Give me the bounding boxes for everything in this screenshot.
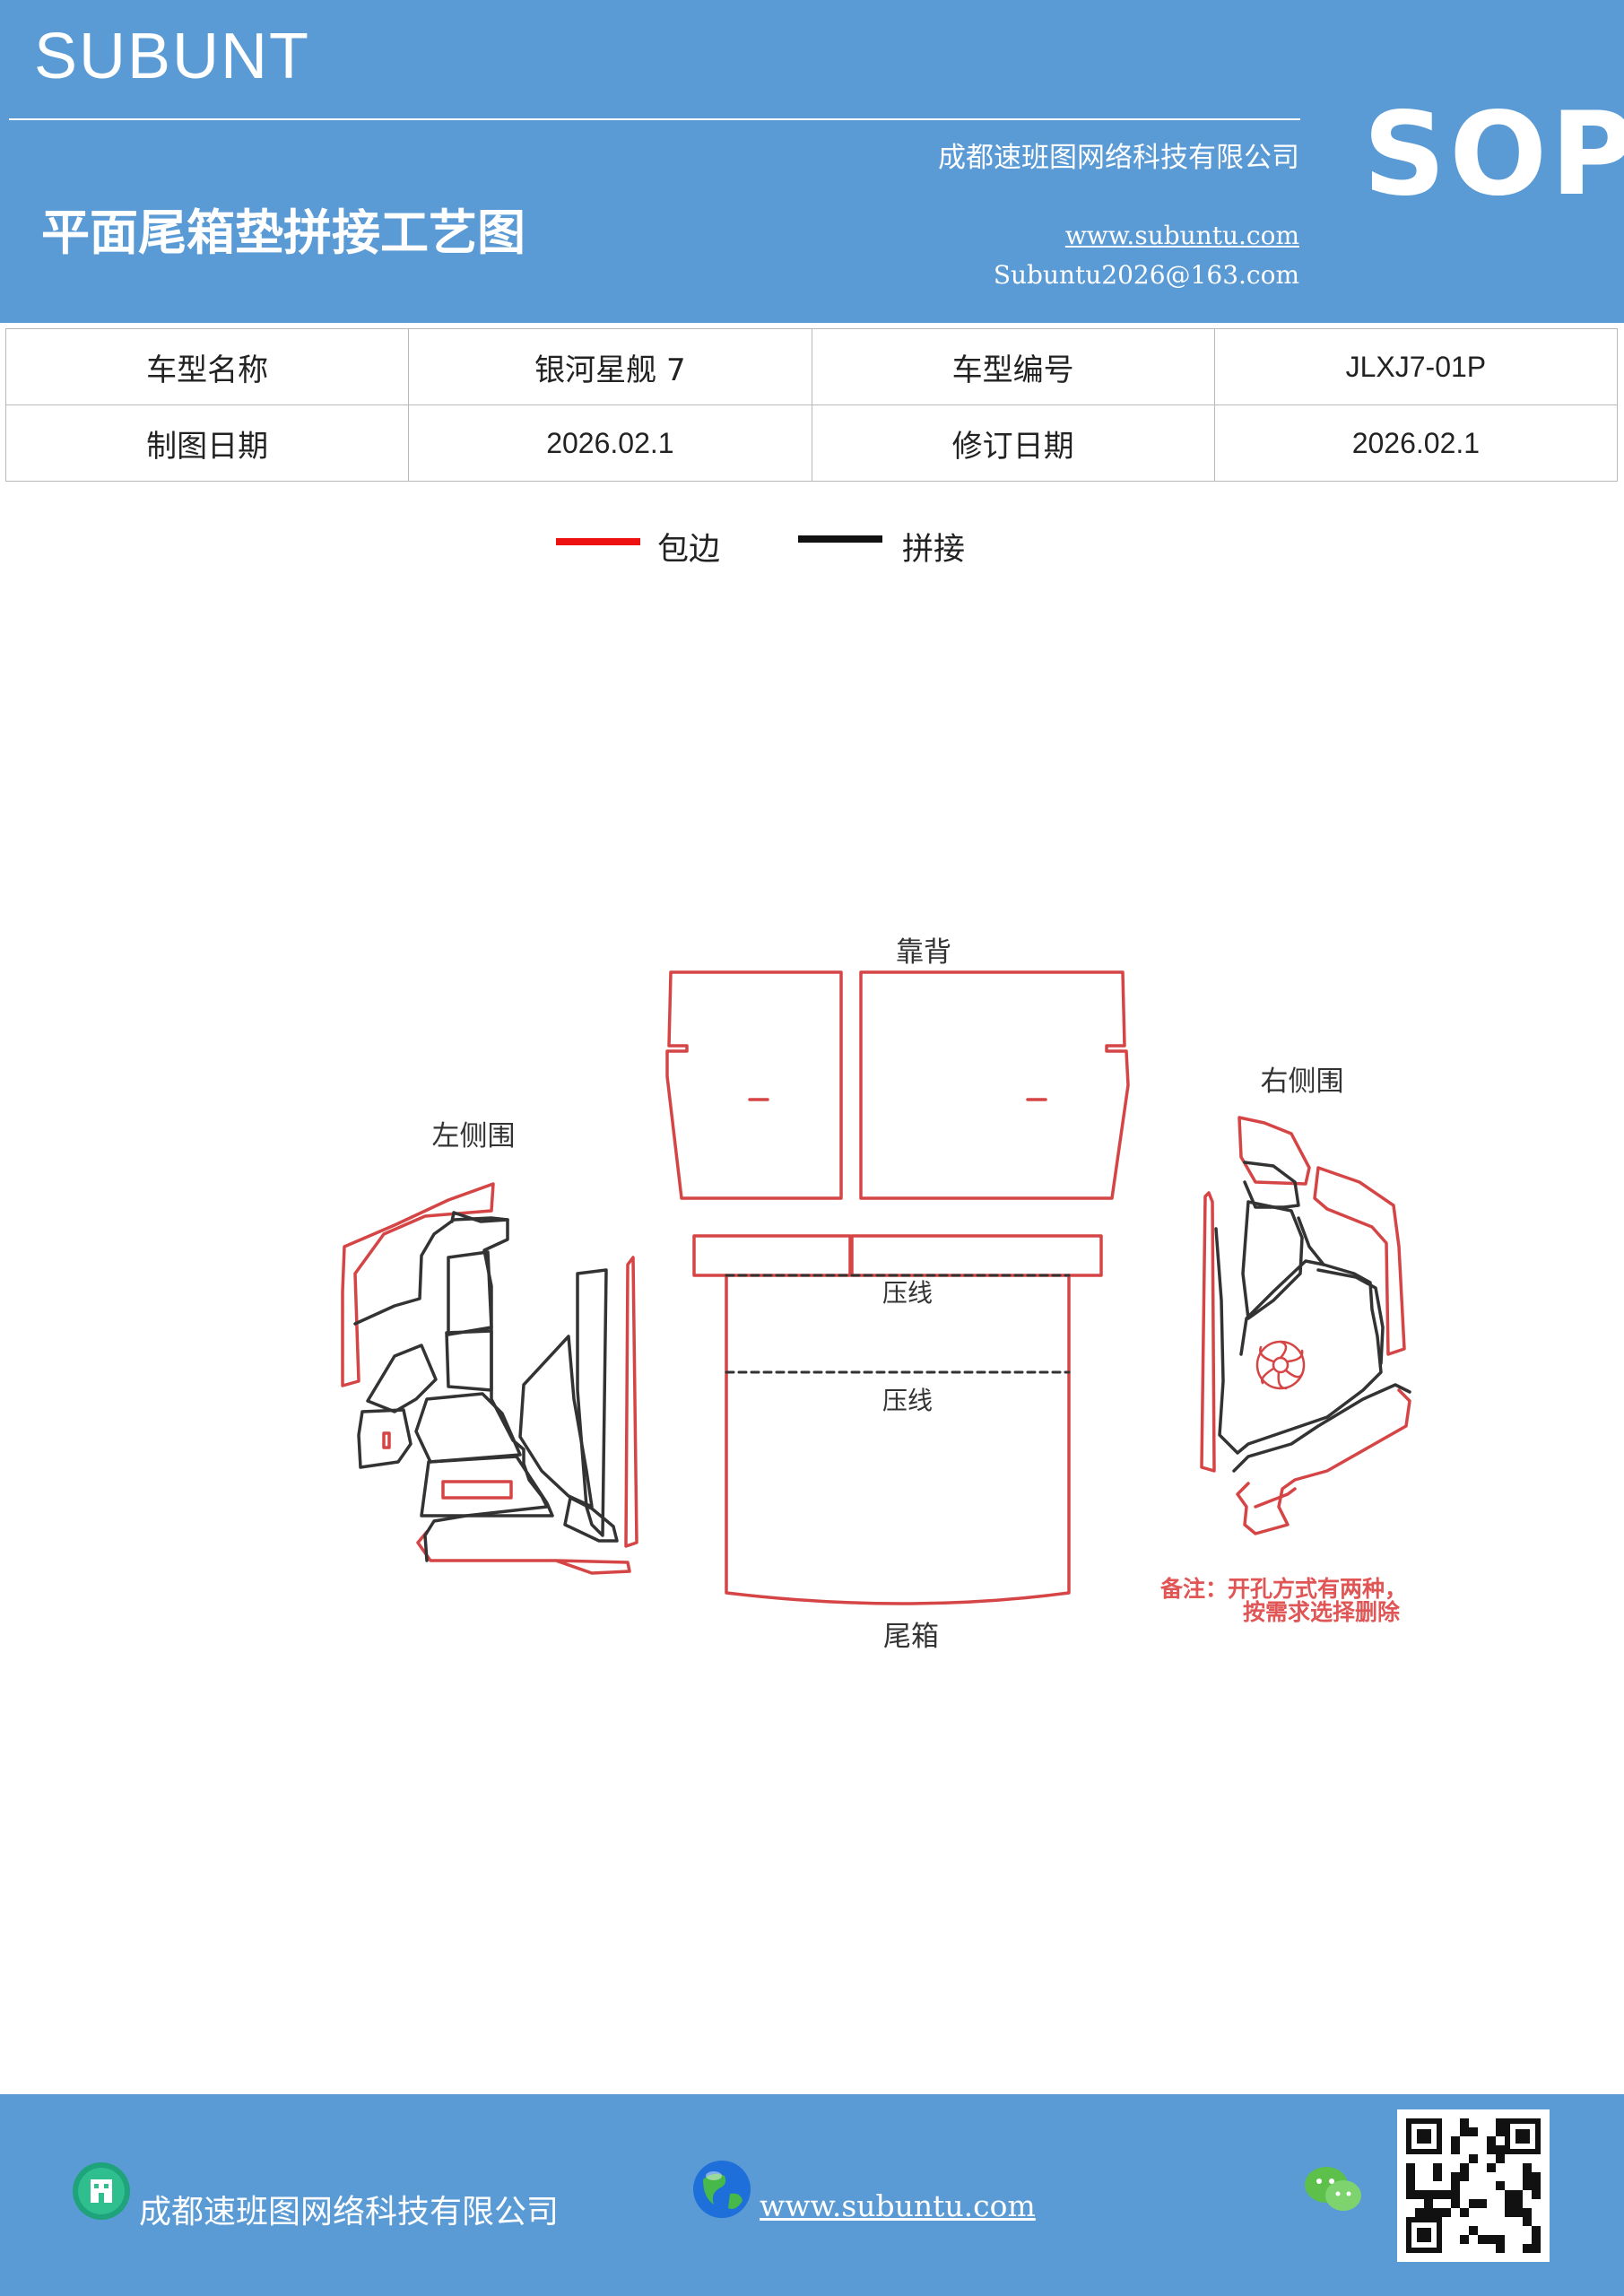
table-row: 制图日期 2026.02.1 修订日期 2026.02.1 (4, 404, 1619, 482)
left-side-panel-seams (353, 1211, 619, 1562)
document-title: 平面尾箱垫拼接工艺图 (41, 204, 525, 261)
left-side-panel-edge (341, 1182, 638, 1575)
vehicle-info-table: 车型名称 银河星舰 7 车型编号 JLXJ7-01P 制图日期 2026.02.… (4, 328, 1619, 482)
legend-swatch-seam (798, 535, 882, 543)
backrest-label: 靠背 (896, 936, 951, 969)
revise-date-label: 修订日期 (811, 404, 1215, 482)
model-name-label: 车型名称 (4, 328, 410, 405)
left-side-label: 左侧围 (432, 1120, 516, 1152)
note-line-1: 备注：开孔方式有两种， (1159, 1576, 1407, 1602)
draw-date-label: 制图日期 (4, 404, 410, 482)
header-divider (9, 118, 1300, 120)
table-row: 车型名称 银河星舰 7 车型编号 JLXJ7-01P (4, 328, 1619, 405)
website-link[interactable]: www.subuntu.com (1064, 221, 1299, 250)
trunk-label: 尾箱 (883, 1621, 939, 1653)
footer-company-name: 成都速班图网络科技有限公司 (139, 2194, 560, 2231)
speaker-hole (1255, 1340, 1306, 1390)
crease-lines (725, 1274, 1071, 1374)
crease-label-1: 压线 (882, 1278, 933, 1308)
right-side-panel-seams (1214, 1161, 1411, 1473)
model-code-value: JLXJ7-01P (1213, 328, 1619, 405)
model-code-label: 车型编号 (811, 328, 1215, 405)
legend-swatch-edge (556, 538, 640, 545)
qr-code (1397, 2109, 1550, 2262)
sop-badge: SOP (1363, 88, 1624, 222)
brand-name: SUBUNT (34, 21, 311, 92)
draw-date-value: 2026.02.1 (408, 404, 812, 482)
model-name-value: 银河星舰 7 (408, 328, 812, 405)
company-name: 成都速班图网络科技有限公司 (938, 142, 1299, 174)
legend-label-edge: 包边 (657, 532, 721, 568)
right-side-panel-edge (1200, 1116, 1411, 1535)
globe-icon (693, 2161, 751, 2218)
email-address: Subuntu2026@163.com (993, 260, 1299, 290)
footer-website-link[interactable]: www.subuntu.com (760, 2188, 1036, 2223)
note-line-2: 按需求选择删除 (1243, 1599, 1401, 1625)
legend-label-seam: 拼接 (902, 532, 966, 568)
right-side-label: 右侧围 (1261, 1065, 1344, 1098)
building-icon (73, 2162, 130, 2220)
backrest-panels (665, 970, 1130, 1200)
wechat-icon[interactable] (1302, 2163, 1365, 2217)
crease-label-2: 压线 (882, 1386, 933, 1415)
header-banner (0, 0, 1624, 323)
revise-date-value: 2026.02.1 (1213, 404, 1619, 482)
trunk-mat (692, 1234, 1103, 1605)
